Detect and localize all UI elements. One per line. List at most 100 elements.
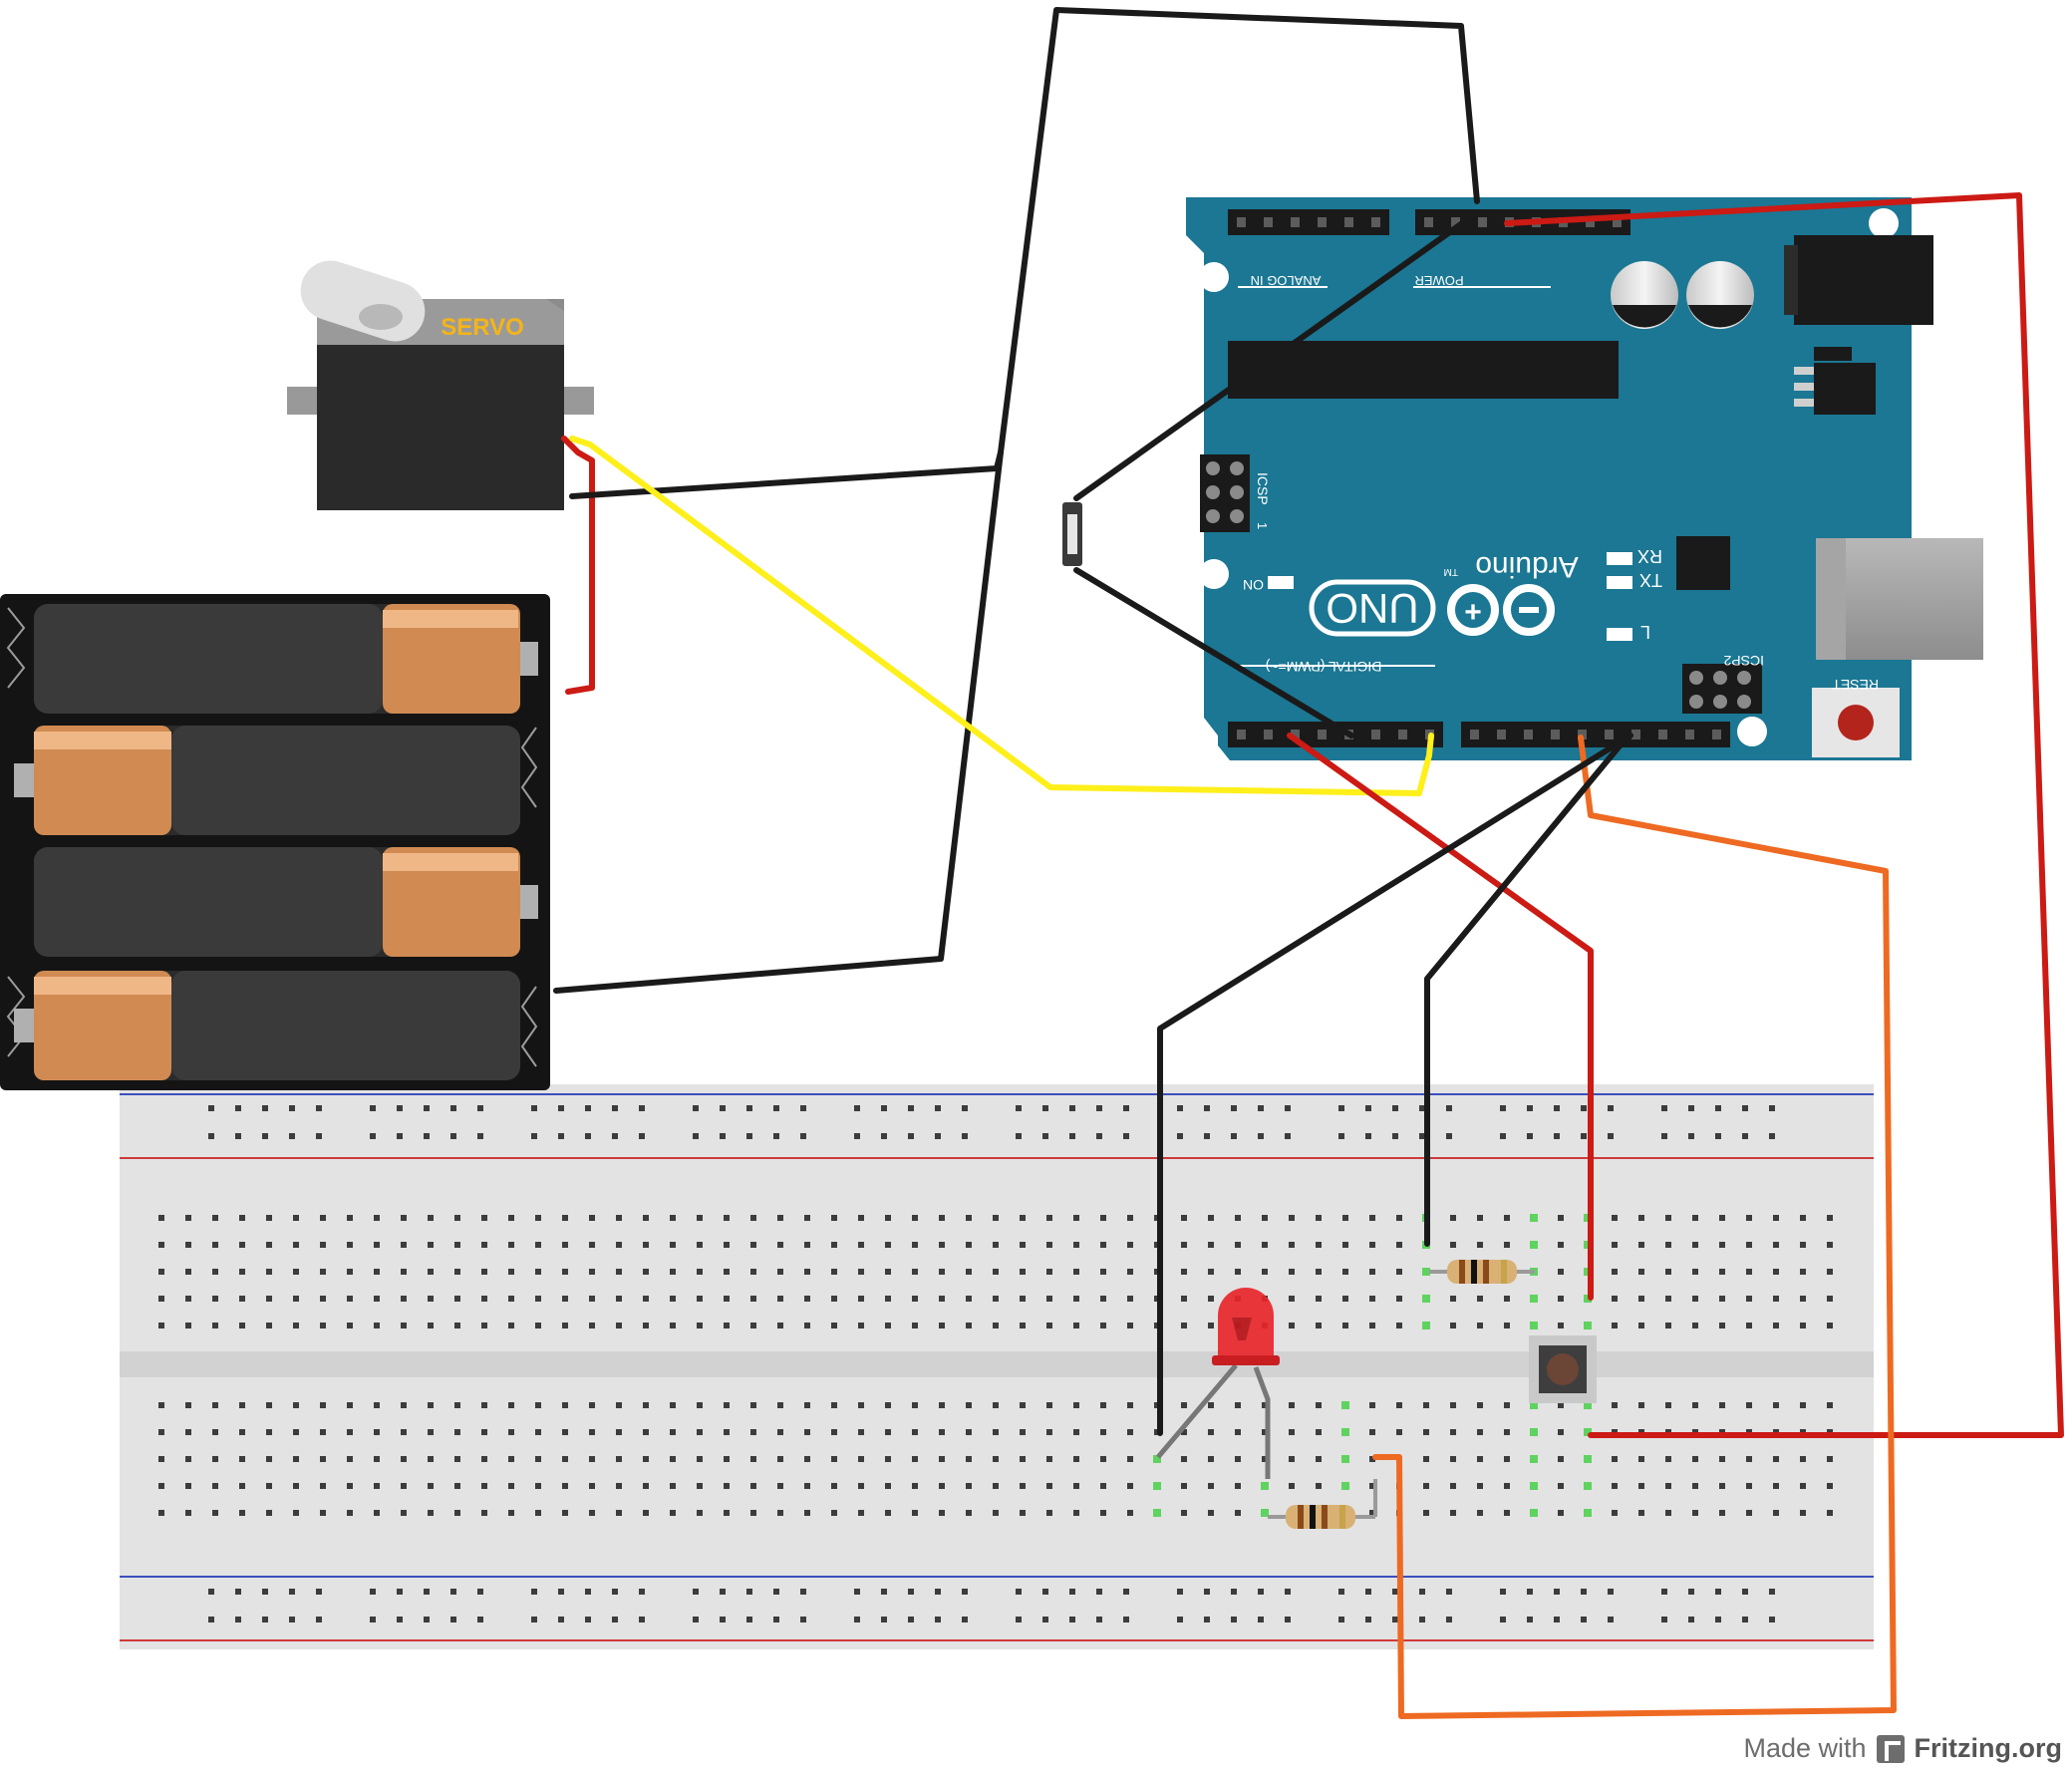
rail-hole (235, 1133, 241, 1139)
rail-hole (773, 1133, 779, 1139)
terminal-hole (508, 1242, 514, 1248)
rail-hole (1715, 1105, 1721, 1111)
terminal-hole (885, 1483, 891, 1489)
rail-hole (1661, 1617, 1667, 1622)
header-pin (1631, 730, 1640, 739)
arduino-uno: ANALOG IN POWER DIGITAL (PWM=~) ICSP 1 O… (1186, 197, 1983, 760)
terminal-hole (1020, 1215, 1026, 1221)
rail-hole (531, 1105, 537, 1111)
rx-led (1607, 552, 1632, 565)
arduino-board (1186, 197, 1912, 760)
terminal-hole (212, 1483, 218, 1489)
rail-hole (1285, 1617, 1291, 1622)
terminal-hole (750, 1456, 756, 1462)
rail-hole (1365, 1133, 1371, 1139)
terminal-hole (885, 1296, 891, 1302)
tactile-button-cap[interactable] (1547, 1353, 1579, 1385)
terminal-hole (1746, 1296, 1752, 1302)
terminal-hole (724, 1402, 730, 1408)
icsp2-pins (1689, 671, 1751, 709)
terminal-hole (347, 1323, 353, 1328)
icsp-pin (1230, 485, 1244, 499)
rail-hole (1123, 1133, 1129, 1139)
terminal-hole (239, 1215, 245, 1221)
terminal-hole (1235, 1483, 1241, 1489)
rail-hole (235, 1105, 241, 1111)
rail-hole (289, 1589, 295, 1595)
terminal-hole (697, 1296, 703, 1302)
terminal-hole (1235, 1510, 1241, 1516)
connected-hole (1422, 1295, 1430, 1303)
header-pin (1497, 730, 1506, 739)
rail-hole (424, 1105, 430, 1111)
terminal-hole (1316, 1296, 1322, 1302)
terminal-hole (1316, 1402, 1322, 1408)
terminal-hole (1638, 1323, 1644, 1328)
terminal-hole (1369, 1483, 1375, 1489)
rail-hole (397, 1589, 403, 1595)
tactile-button[interactable] (1529, 1335, 1597, 1403)
terminal-hole (1423, 1483, 1429, 1489)
rail-hole (1392, 1105, 1398, 1111)
terminal-hole (535, 1429, 541, 1435)
rail-hole (1123, 1589, 1129, 1595)
terminal-hole (212, 1296, 218, 1302)
rail-hole (262, 1133, 268, 1139)
rail-hole (854, 1133, 860, 1139)
rail-hole (1177, 1105, 1183, 1111)
terminal-hole (562, 1269, 568, 1275)
terminal-hole (1719, 1402, 1725, 1408)
terminal-hole (885, 1242, 891, 1248)
terminal-hole (1073, 1296, 1079, 1302)
terminal-hole (1100, 1402, 1106, 1408)
terminal-hole (185, 1296, 191, 1302)
pushbutton-actuator[interactable] (1067, 514, 1077, 554)
terminal-hole (374, 1242, 380, 1248)
terminal-hole (1827, 1269, 1833, 1275)
rail-hole (477, 1589, 483, 1595)
terminal-hole (1208, 1269, 1214, 1275)
terminal-hole (724, 1323, 730, 1328)
terminal-hole (1665, 1402, 1671, 1408)
terminal-hole (1477, 1296, 1483, 1302)
terminal-hole (1773, 1323, 1779, 1328)
rail-hole (1096, 1589, 1102, 1595)
header-pin (1371, 730, 1380, 739)
rail-hole (1392, 1617, 1398, 1622)
terminal-hole (293, 1296, 299, 1302)
terminal-hole (912, 1296, 918, 1302)
terminal-hole (1235, 1429, 1241, 1435)
header-pin (1371, 217, 1380, 227)
terminal-hole (1692, 1215, 1698, 1221)
terminal-hole (912, 1215, 918, 1221)
terminal-hole (858, 1296, 864, 1302)
terminal-hole (239, 1296, 245, 1302)
terminal-hole (1558, 1296, 1564, 1302)
rail-hole (1285, 1589, 1291, 1595)
header-pin (1291, 730, 1300, 739)
rail-hole (450, 1133, 456, 1139)
small-pushbutton[interactable] (1062, 502, 1082, 566)
rail-hole (639, 1589, 645, 1595)
rail-hole (881, 1617, 887, 1622)
rail-hole (1042, 1617, 1048, 1622)
rail-hole (585, 1589, 591, 1595)
terminal-hole (912, 1402, 918, 1408)
terminal-hole (589, 1242, 595, 1248)
rail-hole (1661, 1105, 1667, 1111)
terminal-hole (993, 1483, 999, 1489)
rail-hole (316, 1105, 322, 1111)
terminal-hole (643, 1483, 649, 1489)
terminal-hole (1504, 1429, 1510, 1435)
terminal-hole (858, 1402, 864, 1408)
reset-button-cap[interactable] (1838, 705, 1874, 740)
terminal-hole (1612, 1402, 1618, 1408)
rail-hole (908, 1133, 914, 1139)
terminal-hole (508, 1323, 514, 1328)
arduino-brand: Arduino (1475, 550, 1578, 583)
rail-hole (531, 1133, 537, 1139)
terminal-hole (831, 1242, 837, 1248)
terminal-hole (724, 1242, 730, 1248)
terminal-hole (535, 1483, 541, 1489)
